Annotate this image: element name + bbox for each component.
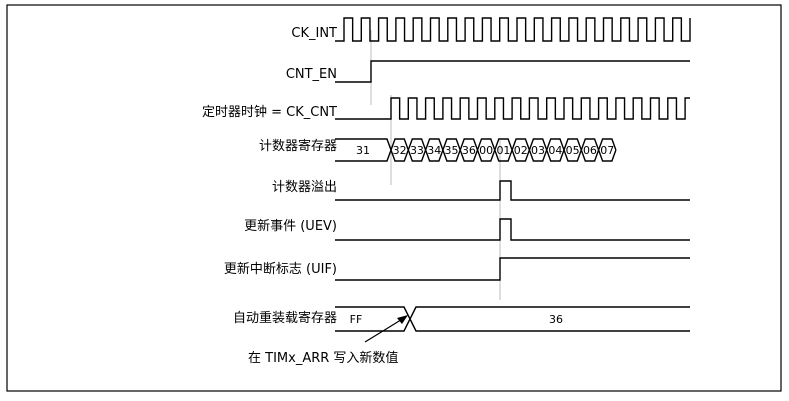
- counter-value: 06: [583, 144, 597, 157]
- arr-value: FF: [350, 313, 363, 326]
- ck-cnt-wave: [335, 97, 690, 120]
- counter-value: 03: [531, 144, 545, 157]
- counter-value: 31: [356, 144, 370, 157]
- counter-overflow-label: 计数器溢出: [271, 180, 337, 195]
- counter-value: 05: [566, 144, 580, 157]
- annotation-arrow: [364, 315, 408, 343]
- update-event-label: 更新事件 (UEV): [244, 219, 337, 234]
- counter-segment: [494, 138, 513, 162]
- counter-segment: [390, 138, 409, 162]
- update-interrupt-flag-label: 更新中断标志 (UIF): [223, 262, 337, 277]
- counter-value: 07: [600, 144, 614, 157]
- update-event-wave: [335, 218, 690, 241]
- counter-overflow-wave: [335, 180, 690, 201]
- guide-lines: [370, 30, 501, 300]
- counter-value: 02: [514, 144, 528, 157]
- counter-value: 36: [462, 144, 476, 157]
- counter-segment: [511, 138, 531, 162]
- counter-segment: [442, 138, 461, 162]
- counter-value: 34: [427, 144, 441, 157]
- counter-value: 01: [496, 144, 510, 157]
- arr-write-annotation: 在 TIMx_ARR 写入新数值: [248, 351, 399, 366]
- arr-segment-new: [409, 306, 690, 332]
- waveforms: [335, 17, 691, 332]
- counter-value: 32: [393, 144, 407, 157]
- ck-int-label: CK_INT: [291, 26, 337, 41]
- ck-int-wave: [335, 17, 691, 42]
- counter-segment: [476, 138, 496, 162]
- counter-segment: [546, 138, 565, 162]
- counter-segment: [459, 138, 479, 162]
- counter-value: 33: [410, 144, 424, 157]
- ck-cnt-label: 定时器时钟 = CK_CNT: [201, 105, 337, 120]
- counter-segment: [580, 138, 600, 162]
- frame: [6, 4, 782, 392]
- counter-segment: [407, 138, 427, 162]
- counter-value: 04: [548, 144, 562, 157]
- update-interrupt-flag-wave: [335, 257, 690, 281]
- counter-value: 00: [479, 144, 493, 157]
- counter-segment: [424, 138, 444, 162]
- counter-segment: [528, 138, 548, 162]
- counter-register-label: 计数器寄存器: [258, 139, 337, 154]
- cnt-en-wave: [335, 60, 690, 83]
- counter-segment: [597, 138, 617, 162]
- counter-segment: [563, 138, 582, 162]
- auto-reload-register-label: 自动重装载寄存器: [232, 311, 337, 326]
- cnt-en-label: CNT_EN: [285, 67, 337, 82]
- counter-value: 35: [445, 144, 459, 157]
- arr-value: 36: [549, 313, 563, 326]
- counter-segment: [335, 138, 392, 162]
